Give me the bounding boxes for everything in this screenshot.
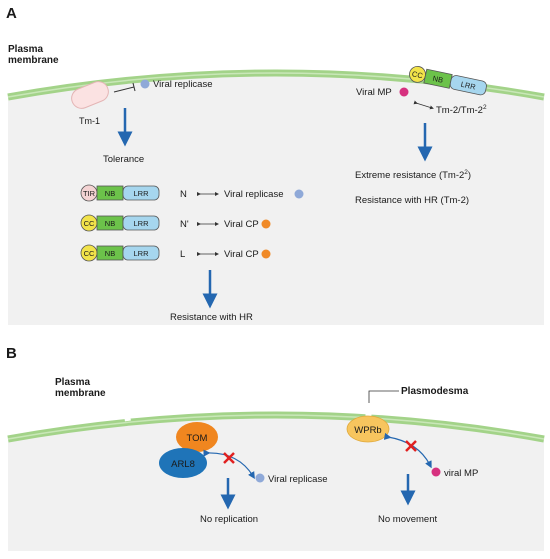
tolerance-label: Tolerance [103,154,144,165]
viral-replicase-label-top: Viral replicase [153,79,213,90]
arl8-protein [159,448,207,478]
panel-a-membrane-label-1: Plasma [8,44,43,55]
svg-text:LRR: LRR [460,80,477,92]
wprb-mp-interaction [383,432,432,469]
block-x-left [223,452,235,464]
panel-a-membrane-label-2: membrane [8,55,59,66]
viral-mp-label-a: Viral MP [356,87,392,98]
panel-b-membrane-label-2: membrane [55,388,106,399]
viral-mp-label-b: viral MP [444,468,478,479]
lrr-domain [122,245,160,261]
viral-replicase-label-b: Viral replicase [268,474,328,485]
no-movement-label: No movement [378,514,437,525]
replicase-dot-n [294,189,304,199]
gene-l-label: L [180,249,185,260]
cp-dot-n-prime [261,219,271,229]
l-protein: CC NB LRR [80,244,160,262]
wprb-protein [346,415,390,443]
resistance-hr-tm2-label: Resistance with HR (Tm-2) [355,195,469,206]
tm2-protein: CC NB LRR [409,65,487,96]
plasmodesma-gap-right [365,403,373,417]
viral-replicase-dot [140,79,150,89]
svg-text:TOM: TOM [187,433,208,444]
plasmodesma-gap-left [123,408,131,422]
svg-text:LRR: LRR [133,219,149,228]
arl8-replicase-interaction [203,449,255,480]
svg-text:ARL8: ARL8 [171,459,195,470]
lrr-domain [122,185,160,201]
svg-text:NB: NB [105,249,115,258]
tm2-interaction-arrow [413,100,434,110]
block-x-right [405,440,417,452]
svg-text:LRR: LRR [133,189,149,198]
target-l-label: Viral CP [224,249,259,260]
tm1-protein [71,81,109,109]
resistance-hr-label: Resistance with HR [170,312,253,323]
plasmodesma-leader [368,390,399,403]
svg-text:LRR: LRR [133,249,149,258]
mp-dot-a [399,87,409,97]
gene-n-prime-label: N' [180,219,189,230]
gene-n-label: N [180,189,187,200]
svg-text:WPRb: WPRb [354,425,381,436]
lrr-domain [122,215,160,231]
tm1-label: Tm-1 [79,116,100,126]
tm1-inhibition-line [113,86,135,93]
svg-text:NB: NB [432,74,444,85]
svg-text:NB: NB [105,189,115,198]
plasmodesma-label: Plasmodesma [401,386,469,397]
svg-text:NB: NB [105,219,115,228]
tm2-label: Tm-2/Tm-22 [436,104,487,116]
svg-text:CC: CC [84,249,95,258]
tom-protein [176,422,218,452]
extreme-resistance-label: Extreme resistance (Tm-22) [355,169,471,181]
cp-dot-l [261,249,271,259]
svg-text:CC: CC [84,219,95,228]
mp-dot-b [431,467,441,477]
lrr-domain [449,75,487,96]
svg-text:CC: CC [411,69,424,80]
target-n-prime-label: Viral CP [224,219,259,230]
panel-a-letter: A [6,5,17,22]
no-replication-label: No replication [200,514,258,525]
n-prime-protein: CC NB LRR [80,214,160,232]
target-n-label: Viral replicase [224,189,284,200]
n-protein: TIR NB LRR [80,184,160,202]
replicase-dot-b [255,473,265,483]
panel-b-letter: B [6,345,17,362]
svg-text:TIR: TIR [83,189,96,198]
panel-b-membrane-label-1: Plasma [55,377,90,388]
